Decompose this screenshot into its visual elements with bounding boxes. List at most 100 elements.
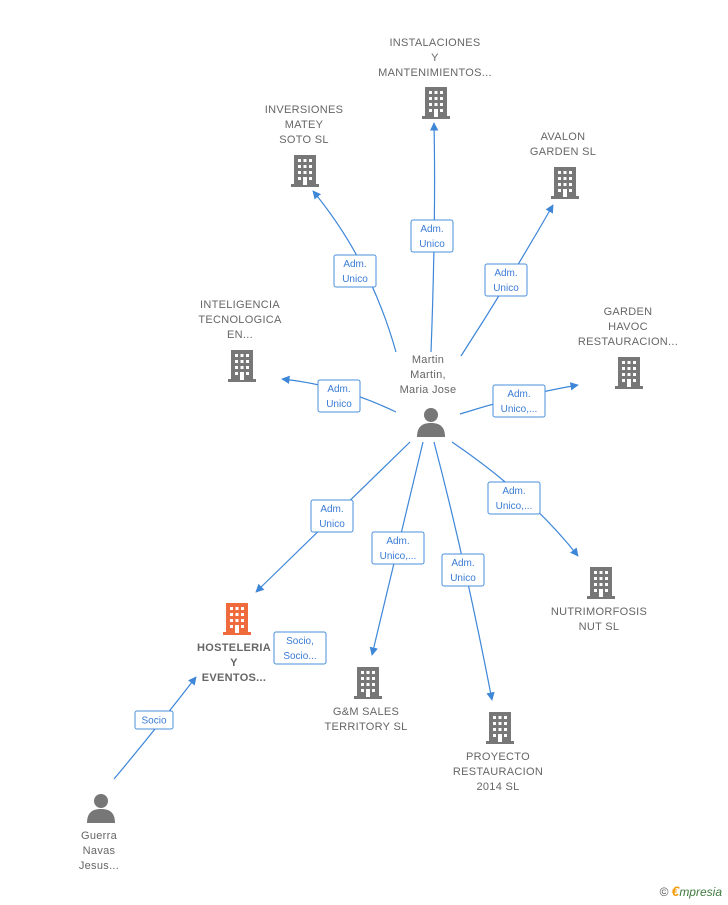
node-guerra[interactable]: GuerraNavasJesus... (79, 794, 119, 872)
edge-label-box (134, 710, 174, 730)
person-icon (87, 794, 115, 823)
node-label-nutrimorfosis-line-2: NUT SL (579, 621, 620, 633)
edge-label-center-to-inteligencia[interactable]: Adm. Unico (317, 379, 361, 413)
edge-label-text: Unico,... (496, 501, 533, 512)
node-label-hosteleria-line-3: EVENTOS... (202, 672, 267, 684)
brand-logo-initial: € (671, 883, 680, 899)
edge-label-text: Unico (319, 519, 345, 530)
node-label-center-line-1: Martin (412, 354, 444, 366)
person-icon (417, 408, 445, 437)
edge-label-text: Adm. (420, 224, 443, 235)
edge-label-text: Unico (342, 274, 368, 285)
edge-label-text: Adm. (343, 259, 366, 270)
node-label-proyecto-line-2: RESTAURACION (453, 766, 543, 778)
edge-label-center-to-garden[interactable]: Adm. Unico,... (492, 384, 546, 418)
node-label-instalaciones-line-2: Y (431, 52, 439, 64)
node-hosteleria[interactable]: HOSTELERIA Y EVENTOS... (197, 603, 271, 684)
edge-label-box (484, 263, 528, 297)
edge-label-center-to-instalaciones[interactable]: Adm. Unico (410, 219, 454, 253)
edge-label-text: Adm. (502, 486, 525, 497)
edge-label-center-to-nutrimorfosis[interactable]: Adm. Unico,... (487, 481, 541, 515)
edge-label-box (492, 384, 546, 418)
building-icon (486, 712, 514, 744)
edge-label-text: Adm. (451, 558, 474, 569)
edge-label-text: Adm. (327, 384, 350, 395)
node-label-inversiones-line-1: INVERSIONES (265, 104, 344, 116)
edge-label-box (487, 481, 541, 515)
node-label-proyecto-line-3: 2014 SL (476, 781, 519, 793)
edge-label-center-to-avalon[interactable]: Adm. Unico (484, 263, 528, 297)
node-proyecto[interactable]: PROYECTO RESTAURACION 2014 SL (453, 712, 543, 793)
node-label-gm-line-2: TERRITORY SL (324, 721, 407, 733)
node-label-avalon-line-2: GARDEN SL (530, 146, 596, 158)
edge-label-text: Unico (450, 573, 476, 584)
edge-label-text: Socio (141, 716, 166, 727)
node-instalaciones[interactable]: INSTALACIONES Y MANTENIMIENTOS... (378, 37, 492, 119)
node-label-center-line-2: Martin, (410, 369, 446, 381)
edge-label-box (371, 531, 425, 565)
copyright-icon: © (659, 885, 669, 899)
edge-label-box (273, 631, 327, 665)
node-label-inteligencia-line-1: INTELIGENCIA (200, 299, 280, 311)
building-icon (587, 567, 615, 599)
node-label-instalaciones-line-1: INSTALACIONES (389, 37, 480, 49)
node-label-guerra-line-2: Navas (83, 845, 116, 857)
node-label-inversiones-line-2: MATEY (285, 119, 324, 131)
edge-label-center-to-gm[interactable]: Adm. Unico,... (371, 531, 425, 565)
edge-label-box (310, 499, 354, 533)
node-label-proyecto-line-1: PROYECTO (466, 751, 530, 763)
edge-label-guerra-to-hosteleria[interactable]: Socio (134, 710, 174, 730)
node-gm[interactable]: G&M SALES TERRITORY SL (324, 667, 407, 733)
brand-name: mpresia (679, 885, 722, 899)
node-label-inteligencia-line-3: EN... (227, 329, 253, 341)
node-label-instalaciones-line-3: MANTENIMIENTOS... (378, 67, 492, 79)
node-label-hosteleria-line-2: Y (230, 657, 238, 669)
edge-label-box (410, 219, 454, 253)
node-label-guerra-line-1: Guerra (81, 830, 118, 842)
edge-label-hosteleria-to-hosteleria[interactable]: Socio, Socio... (273, 631, 327, 665)
edge-label-center-to-proyecto[interactable]: Adm. Unico (441, 553, 485, 587)
edge-label-box (333, 254, 377, 288)
edge-label-text: Unico (419, 239, 445, 250)
edge-label-text: Adm. (320, 504, 343, 515)
edge-label-text: Socio, (286, 636, 314, 647)
node-label-inversiones-line-3: SOTO SL (279, 134, 329, 146)
building-icon (551, 167, 579, 199)
edge-label-center-to-inversiones[interactable]: Adm. Unico (333, 254, 377, 288)
edge-label-text: Unico,... (501, 404, 538, 415)
node-label-garden-line-3: RESTAURACION... (578, 336, 678, 348)
edge-label-text: Unico (493, 283, 519, 294)
node-label-avalon-line-1: AVALON (541, 131, 586, 143)
building-icon (354, 667, 382, 699)
edge-label-text: Adm. (494, 268, 517, 279)
edge-label-text: Socio... (283, 651, 316, 662)
edge-label-text: Unico (326, 399, 352, 410)
brand-watermark: ©€mpresia (660, 883, 722, 899)
building-icon (615, 357, 643, 389)
node-inversiones[interactable]: INVERSIONES MATEY SOTO SL (265, 104, 344, 187)
node-label-inteligencia-line-2: TECNOLOGICA (198, 314, 282, 326)
building-icon (228, 350, 256, 382)
edge-label-text: Adm. (386, 536, 409, 547)
node-avalon[interactable]: AVALON GARDEN SL (530, 131, 596, 199)
node-label-nutrimorfosis-line-1: NUTRIMORFOSIS (551, 606, 647, 618)
building-icon (291, 155, 319, 187)
edge-label-box (317, 379, 361, 413)
edge-label-box (441, 553, 485, 587)
edge-label-center-to-hosteleria[interactable]: Adm. Unico (310, 499, 354, 533)
node-garden[interactable]: GARDEN HAVOC RESTAURACION... (578, 306, 678, 389)
edge-label-text: Adm. (507, 389, 530, 400)
node-inteligencia[interactable]: INTELIGENCIA TECNOLOGICA EN... (198, 299, 282, 382)
building-icon (223, 603, 251, 635)
node-label-center-line-3: Maria Jose (400, 384, 457, 396)
node-label-garden-line-1: GARDEN (604, 306, 653, 318)
node-label-garden-line-2: HAVOC (608, 321, 648, 333)
building-icon (422, 87, 450, 119)
node-label-hosteleria-line-1: HOSTELERIA (197, 642, 271, 654)
node-nutrimorfosis[interactable]: NUTRIMORFOSIS NUT SL (551, 567, 647, 633)
node-label-gm-line-1: G&M SALES (333, 706, 399, 718)
edge-label-text: Unico,... (380, 551, 417, 562)
node-label-guerra-line-3: Jesus... (79, 860, 119, 872)
